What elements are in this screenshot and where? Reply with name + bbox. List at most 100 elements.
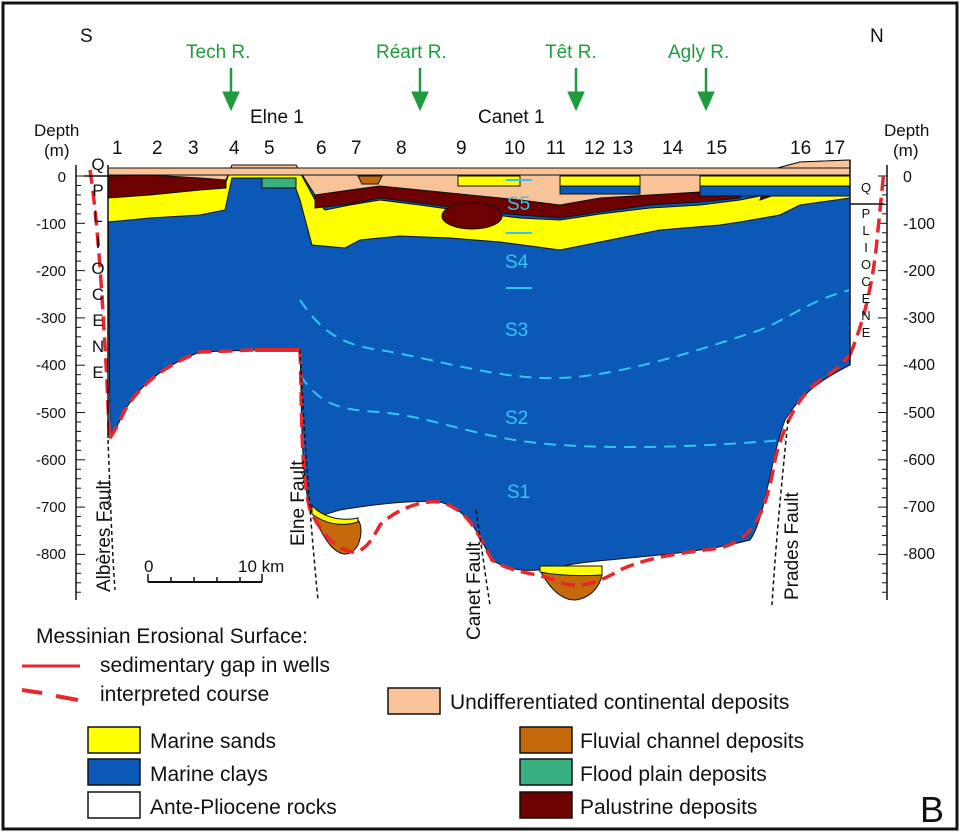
strat-column-left: Q P L I O C E N E <box>84 155 109 438</box>
legend-palustrine-label: Palustrine deposits <box>580 796 757 819</box>
left-strat-l: L <box>93 207 102 226</box>
legend-fluvial-label: Fluvial channel deposits <box>580 730 804 753</box>
right-tick-700: -700 <box>903 499 935 516</box>
south-label: S <box>80 26 93 47</box>
site-9: 9 <box>456 138 467 159</box>
legend-ante-pliocene-label: Ante-Pliocene rocks <box>150 796 337 819</box>
surface-clays-strip <box>559 185 851 197</box>
left-tick-300: -300 <box>36 310 66 327</box>
right-strat-p: P <box>862 206 871 221</box>
surface-channel-details <box>357 175 383 185</box>
legend-course-label: interpreted course <box>100 683 269 706</box>
right-tick-600: -600 <box>903 452 935 469</box>
site-7: 7 <box>351 138 362 159</box>
left-strat-p: P <box>92 181 103 200</box>
site-5: 5 <box>264 138 275 159</box>
sequence-ticks <box>506 179 532 289</box>
site-6: 6 <box>316 138 327 159</box>
left-strat-q: Q <box>91 155 104 174</box>
left-strat-e1: E <box>92 311 103 330</box>
right-strat-l: L <box>862 223 869 238</box>
legend-swatch-continental <box>387 687 441 715</box>
right-strat-i: I <box>864 240 868 255</box>
left-strat-c: C <box>92 285 104 304</box>
legend-swatch-flood-plain <box>519 758 573 786</box>
site-3: 3 <box>188 138 199 159</box>
left-tick-500: -500 <box>36 405 66 422</box>
fault-labels: Albères Fault Elne Fault Canet Fault Pra… <box>94 460 803 640</box>
sequence-s3: S3 <box>505 320 528 341</box>
river-arrows <box>222 68 715 112</box>
depth-unit-right: (m) <box>893 141 918 160</box>
site-17: 17 <box>824 138 845 159</box>
left-tick-700: -700 <box>36 499 66 516</box>
legend-swatch-palustrine <box>519 791 573 819</box>
left-tick-800: -800 <box>36 546 66 563</box>
fault-prades: Prades Fault <box>782 492 803 600</box>
north-label: N <box>870 26 884 47</box>
legend-marine-clays-label: Marine clays <box>150 763 268 786</box>
depth-label-left: Depth <box>34 121 79 140</box>
right-tick-800: -800 <box>903 546 935 563</box>
site-12: 12 <box>584 138 605 159</box>
legend-course-line <box>21 688 79 702</box>
right-strat-o: O <box>861 257 871 272</box>
river-reart: Réart R. <box>376 42 447 63</box>
sequence-boundaries <box>299 289 851 449</box>
right-tick-0: 0 <box>903 169 912 186</box>
left-strat-n: N <box>92 337 104 356</box>
legend-swatch-fluvial <box>519 726 573 754</box>
right-strat-q: Q <box>861 180 871 195</box>
legend-continental-label: Undifferentiated continental deposits <box>450 691 789 714</box>
messinian-erosional-surface <box>108 348 852 587</box>
arrow-tech-head <box>222 91 240 112</box>
legend-title: Messinian Erosional Surface: <box>36 625 308 648</box>
left-tick-200: -200 <box>36 263 66 280</box>
panel-letter: B <box>920 789 944 830</box>
depth-unit-left: (m) <box>44 141 69 160</box>
right-depth-axis: 0 -100 -200 -300 -400 -500 -600 -700 -80… <box>878 165 935 600</box>
right-tick-400: -400 <box>903 357 935 374</box>
right-strat-n: N <box>861 308 870 323</box>
legend-swatch-ante-pliocene <box>87 791 141 819</box>
site-10: 10 <box>504 138 525 159</box>
marine-sands-base-left <box>311 503 359 525</box>
left-strat-e2: E <box>92 363 103 382</box>
erosional-surface-right-edge <box>848 169 886 356</box>
river-agly: Agly R. <box>668 42 729 63</box>
sequence-s4: S4 <box>505 252 529 273</box>
fault-elne: Elne Fault <box>288 460 309 546</box>
scale-bar: 0 10 km <box>144 557 284 583</box>
flood-plain-deposits <box>261 177 297 189</box>
marine-sands-base <box>539 565 603 577</box>
site-15: 15 <box>706 138 727 159</box>
right-strat-e2: E <box>862 325 871 340</box>
right-tick-300: -300 <box>903 310 935 327</box>
erosional-surface-left-edge <box>88 169 112 439</box>
depth-label-right: Depth <box>884 121 929 140</box>
arrow-agly-head <box>697 91 715 112</box>
right-strat-e1: E <box>862 291 871 306</box>
right-tick-500: -500 <box>903 405 935 422</box>
site-8: 8 <box>396 138 407 159</box>
sequence-s2: S2 <box>505 408 528 429</box>
sequence-s1: S1 <box>507 482 530 503</box>
fault-canet: Canet Fault <box>464 541 485 640</box>
sequence-labels: S5 S4 S3 S2 S1 <box>505 194 530 503</box>
left-tick-400: -400 <box>36 357 66 374</box>
site-14: 14 <box>662 138 684 159</box>
site-16: 16 <box>790 138 811 159</box>
cross-section <box>88 159 886 606</box>
legend-gap-label: sedimentary gap in wells <box>100 654 330 677</box>
site-2: 2 <box>152 138 163 159</box>
site-1: 1 <box>112 138 123 159</box>
site-11: 11 <box>546 138 566 159</box>
right-tick-200: -200 <box>903 263 935 280</box>
well-canet: Canet 1 <box>478 107 545 128</box>
fault-lines <box>107 349 789 606</box>
well-elne: Elne 1 <box>250 107 304 128</box>
sequence-s5: S5 <box>507 194 530 215</box>
legend-marine-sands-label: Marine sands <box>150 730 276 753</box>
